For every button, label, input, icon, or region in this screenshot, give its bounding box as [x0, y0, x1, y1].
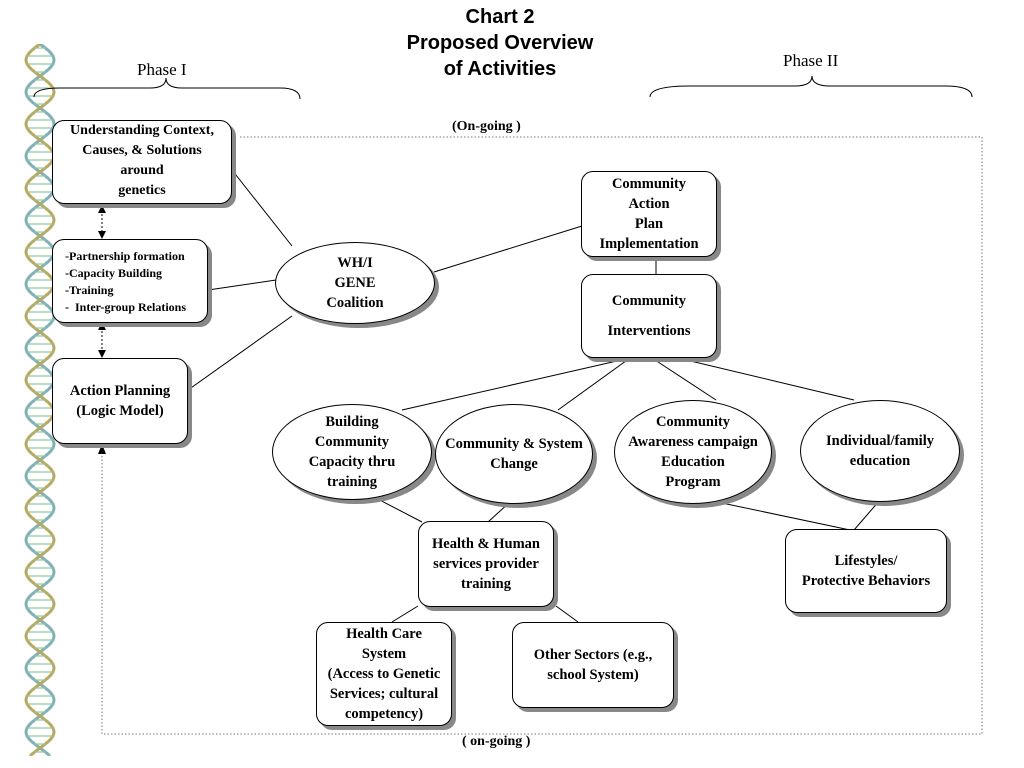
other-sectors-box: Other Sectors (e.g., school System) — [512, 622, 674, 708]
building-capacity-ellipse: Building Community Capacity thru trainin… — [272, 404, 432, 500]
phase-2-label: Phase II — [783, 51, 839, 70]
phase-1-brace — [33, 77, 301, 100]
chart-title-line-1: Chart 2 — [465, 6, 535, 28]
dna-helix-decoration — [24, 44, 56, 756]
awareness-campaign-ellipse: Community Awareness campaign Education P… — [614, 400, 772, 504]
individual-education-ellipse: Individual/family education — [800, 400, 960, 502]
ongoing-dotted-frame — [101, 136, 983, 735]
partnership-item: - Inter-group Relations — [65, 300, 186, 314]
community-interventions-box: Community Interventions — [581, 274, 717, 358]
partnership-item: -Training — [65, 283, 114, 297]
partnership-item: -Partnership formation — [65, 249, 185, 263]
ongoing-top-label: (On-going ) — [452, 119, 521, 134]
action-plan-implementation-box: Community Action Plan Implementation — [581, 171, 717, 257]
chart-title-line-3: of Activities — [443, 58, 557, 80]
phase-2-brace — [649, 75, 973, 98]
understanding-context-box: Understanding Context, Causes, & Solutio… — [52, 120, 232, 204]
lifestyles-box: Lifestyles/ Protective Behaviors — [785, 529, 947, 613]
phase-1-label: Phase I — [137, 60, 187, 79]
partnership-box: -Partnership formation -Capacity Buildin… — [52, 239, 208, 323]
provider-training-box: Health & Human services provider trainin… — [418, 521, 554, 607]
system-change-ellipse: Community & System Change — [435, 404, 593, 504]
coalition-ellipse: WH/I GENE Coalition — [275, 242, 435, 324]
chart-title: Chart 2 Proposed Overview of Activities — [350, 4, 650, 82]
chart-title-line-2: Proposed Overview — [406, 32, 594, 54]
partnership-item: -Capacity Building — [65, 266, 163, 280]
health-care-system-box: Health Care System (Access to Genetic Se… — [316, 622, 452, 726]
ongoing-bottom-label: ( on-going ) — [462, 734, 531, 749]
action-planning-box: Action Planning (Logic Model) — [52, 358, 188, 444]
